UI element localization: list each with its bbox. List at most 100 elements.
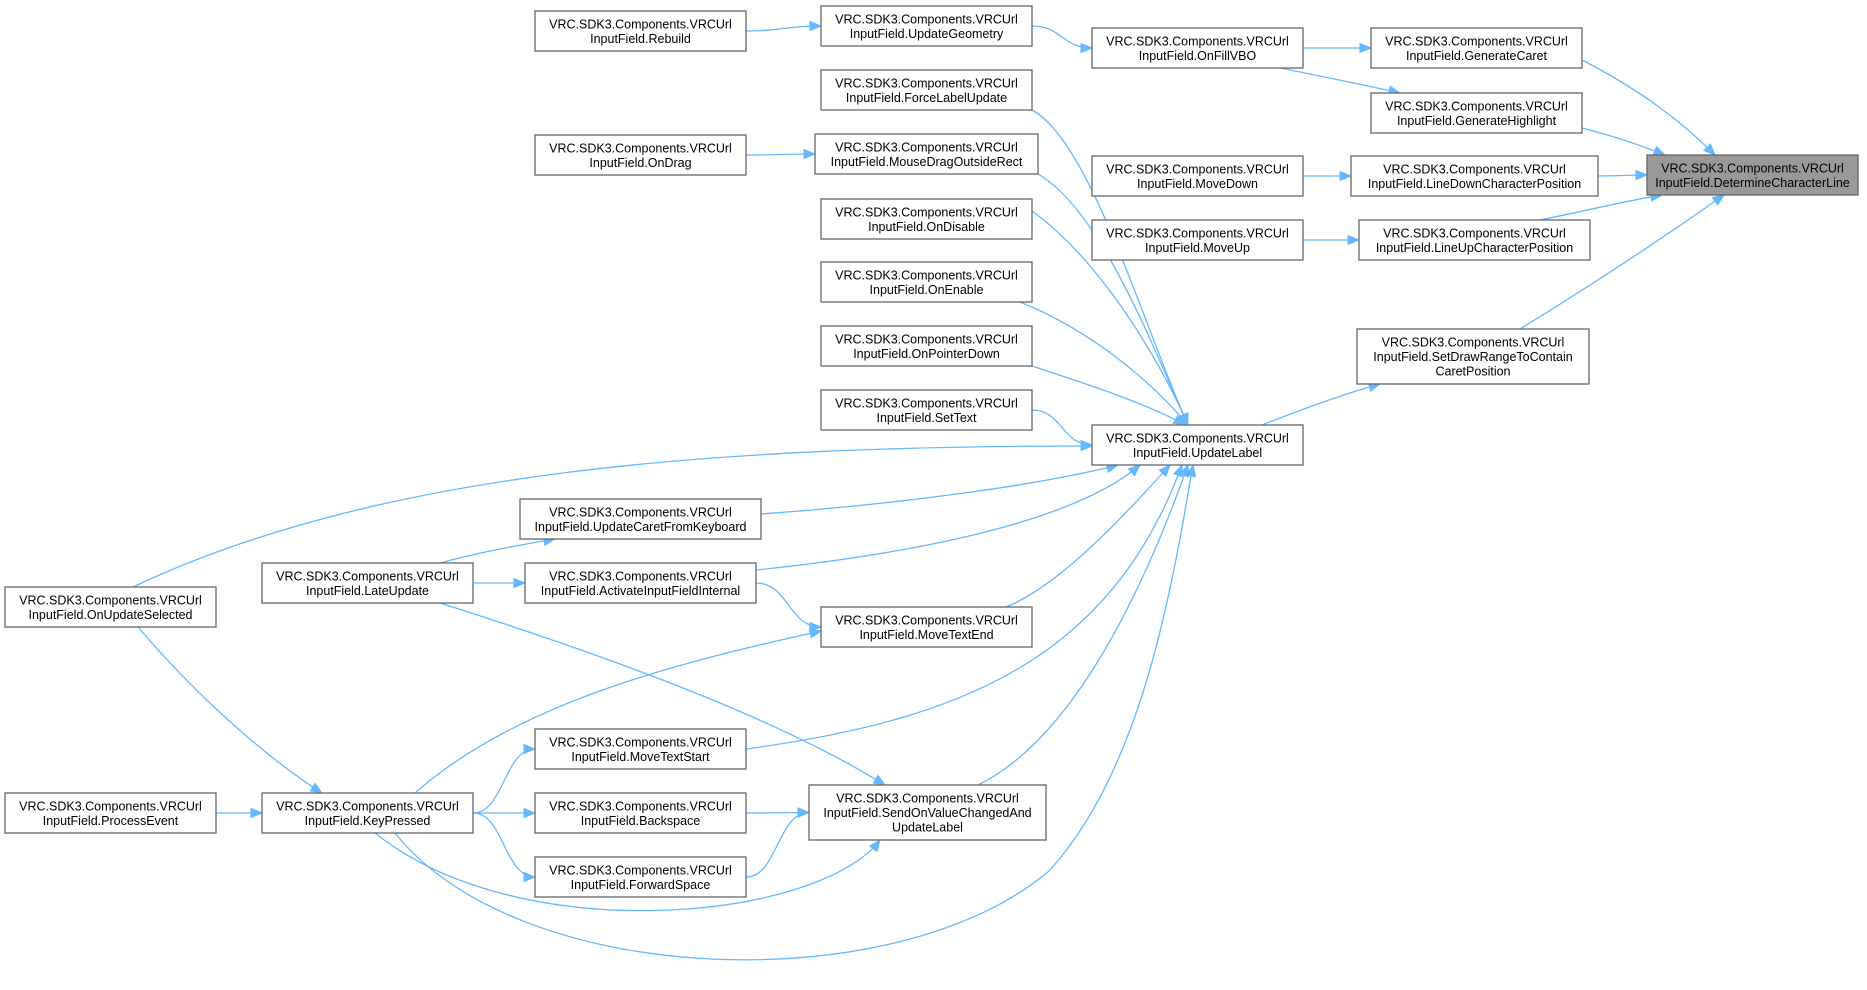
node-box	[534, 134, 747, 176]
node-updateLabel[interactable]: VRC.SDK3.Components.VRCUrlInputField.Upd…	[1091, 424, 1304, 466]
edge-line	[1279, 67, 1401, 94]
node-label-line: InputField.OnFillVBO	[1139, 49, 1257, 63]
edge-moveDown-to-lineDown	[1302, 170, 1353, 182]
edge-updateLabel-to-setDraw	[1261, 382, 1382, 426]
node-lateUpdate[interactable]: VRC.SDK3.Components.VRCUrlInputField.Lat…	[261, 562, 474, 604]
node-keyPressed[interactable]: VRC.SDK3.Components.VRCUrlInputField.Key…	[261, 792, 474, 834]
node-genHighlight[interactable]: VRC.SDK3.Components.VRCUrlInputField.Gen…	[1370, 92, 1583, 134]
node-label-line: VRC.SDK3.Components.VRCUrl	[549, 863, 732, 877]
arrowhead-icon	[523, 871, 537, 883]
node-label-line: VRC.SDK3.Components.VRCUrl	[549, 141, 732, 155]
edge-onPointer-to-updateLabel	[1031, 365, 1187, 426]
node-label-line: InputField.SendOnValueChangedAnd	[823, 806, 1031, 820]
edge-line	[745, 464, 1183, 750]
edge-rebuild-to-updateGeom	[745, 20, 823, 32]
node-mouseDrag[interactable]: VRC.SDK3.Components.VRCUrlInputField.Mou…	[814, 133, 1039, 175]
edge-line	[755, 582, 822, 628]
node-moveUp[interactable]: VRC.SDK3.Components.VRCUrlInputField.Mov…	[1091, 219, 1304, 261]
edge-processEvent-to-keyPressed	[216, 807, 264, 819]
node-label-line: VRC.SDK3.Components.VRCUrl	[549, 505, 732, 519]
node-updCaretKb[interactable]: VRC.SDK3.Components.VRCUrlInputField.Upd…	[519, 498, 762, 540]
node-label-line: InputField.OnPointerDown	[853, 347, 1000, 361]
node-label-line: InputField.KeyPressed	[305, 814, 431, 828]
edge-keyPressed-to-forwardSpace	[472, 812, 537, 883]
node-onUpdSel[interactable]: VRC.SDK3.Components.VRCUrlInputField.OnU…	[4, 586, 217, 628]
node-label-line: VRC.SDK3.Components.VRCUrl	[835, 76, 1018, 90]
node-label-line: VRC.SDK3.Components.VRCUrl	[1106, 226, 1289, 240]
edge-line	[439, 602, 886, 786]
edge-lateUpdate-to-activate	[473, 577, 527, 589]
node-label-line: InputField.OnUpdateSelected	[29, 608, 193, 622]
node-moveTextStart[interactable]: VRC.SDK3.Components.VRCUrlInputField.Mov…	[534, 728, 747, 770]
node-label-line: InputField.LineUpCharacterPosition	[1376, 241, 1573, 255]
edge-onUpdSel-to-keyPressed	[137, 626, 324, 794]
edge-activate-to-moveTextEnd	[755, 582, 823, 633]
node-label-line: InputField.DetermineCharacterLine	[1655, 176, 1850, 190]
node-moveTextEnd[interactable]: VRC.SDK3.Components.VRCUrlInputField.Mov…	[820, 606, 1033, 648]
node-lineUp[interactable]: VRC.SDK3.Components.VRCUrlInputField.Lin…	[1358, 219, 1591, 261]
node-processEvent[interactable]: VRC.SDK3.Components.VRCUrlInputField.Pro…	[4, 792, 217, 834]
node-label-line: VRC.SDK3.Components.VRCUrl	[835, 12, 1018, 26]
node-label-line: VRC.SDK3.Components.VRCUrl	[1106, 162, 1289, 176]
node-layer: VRC.SDK3.Components.VRCUrlInputField.Det…	[4, 5, 1859, 898]
node-sendOnValue[interactable]: VRC.SDK3.Components.VRCUrlInputField.Sen…	[808, 784, 1047, 841]
edge-onDrag-to-mouseDrag	[745, 148, 817, 160]
node-backspace[interactable]: VRC.SDK3.Components.VRCUrlInputField.Bac…	[534, 792, 747, 834]
node-activate[interactable]: VRC.SDK3.Components.VRCUrlInputField.Act…	[524, 562, 757, 604]
node-determine[interactable]: VRC.SDK3.Components.VRCUrlInputField.Det…	[1646, 154, 1859, 196]
edge-line	[1037, 173, 1189, 426]
node-box	[1356, 328, 1590, 385]
node-onFill[interactable]: VRC.SDK3.Components.VRCUrlInputField.OnF…	[1091, 27, 1304, 69]
arrowhead-icon	[1185, 463, 1197, 478]
edge-keyPressed-to-sendOnValue	[374, 832, 881, 912]
arrowhead-icon	[1652, 145, 1667, 156]
edge-line	[1261, 383, 1381, 426]
node-onDrag[interactable]: VRC.SDK3.Components.VRCUrlInputField.OnD…	[534, 134, 747, 176]
edge-keyPressed-to-moveTextStart	[472, 743, 537, 814]
edge-keyPressed-to-moveTextEnd	[414, 628, 823, 794]
edge-updateGeom-to-onFill	[1031, 25, 1094, 54]
node-label-line: InputField.OnDrag	[589, 156, 691, 170]
edge-sendOnValue-to-updateLabel	[977, 463, 1190, 786]
arrowhead-icon	[1172, 414, 1187, 426]
node-genCaret[interactable]: VRC.SDK3.Components.VRCUrlInputField.Gen…	[1370, 27, 1583, 69]
node-rebuild[interactable]: VRC.SDK3.Components.VRCUrlInputField.Reb…	[534, 10, 747, 52]
arrowhead-icon	[1179, 463, 1190, 478]
node-onEnable[interactable]: VRC.SDK3.Components.VRCUrlInputField.OnE…	[820, 261, 1033, 303]
arrowhead-icon	[803, 148, 817, 160]
edge-line	[394, 464, 1194, 961]
arrowhead-icon	[1173, 463, 1183, 478]
node-label-line: InputField.SetText	[876, 411, 977, 425]
node-box	[1091, 27, 1304, 69]
edge-line	[132, 445, 1093, 588]
edge-line	[472, 748, 536, 814]
node-label-line: InputField.SetDrawRangeToContain	[1373, 350, 1572, 364]
edge-line	[1031, 409, 1093, 446]
node-updateGeom[interactable]: VRC.SDK3.Components.VRCUrlInputField.Upd…	[820, 5, 1033, 47]
node-label-line: InputField.ForceLabelUpdate	[846, 91, 1007, 105]
node-forwardSpace[interactable]: VRC.SDK3.Components.VRCUrlInputField.For…	[534, 856, 747, 898]
node-label-line: VRC.SDK3.Components.VRCUrl	[19, 593, 202, 607]
node-box	[534, 792, 747, 834]
node-label-line: InputField.OnEnable	[870, 283, 984, 297]
edge-line	[1581, 59, 1716, 156]
node-setDraw[interactable]: VRC.SDK3.Components.VRCUrlInputField.Set…	[1356, 328, 1590, 385]
node-onPointer[interactable]: VRC.SDK3.Components.VRCUrlInputField.OnP…	[820, 325, 1033, 367]
node-moveDown[interactable]: VRC.SDK3.Components.VRCUrlInputField.Mov…	[1091, 155, 1304, 197]
edge-keyPressed-to-backspace	[473, 807, 537, 819]
node-forceLabel[interactable]: VRC.SDK3.Components.VRCUrlInputField.For…	[820, 69, 1033, 111]
node-box	[1350, 155, 1599, 197]
node-label-line: VRC.SDK3.Components.VRCUrl	[835, 332, 1018, 346]
arrowhead-icon	[513, 577, 527, 589]
node-label-line: VRC.SDK3.Components.VRCUrl	[836, 792, 1019, 806]
node-setText[interactable]: VRC.SDK3.Components.VRCUrlInputField.Set…	[820, 389, 1033, 431]
node-label-line: VRC.SDK3.Components.VRCUrl	[835, 268, 1018, 282]
node-box	[1370, 27, 1583, 69]
node-label-line: InputField.ProcessEvent	[43, 814, 179, 828]
node-label-line: VRC.SDK3.Components.VRCUrl	[835, 205, 1018, 219]
edge-line	[439, 538, 556, 564]
node-lineDown[interactable]: VRC.SDK3.Components.VRCUrlInputField.Lin…	[1350, 155, 1599, 197]
node-onDisable[interactable]: VRC.SDK3.Components.VRCUrlInputField.OnD…	[820, 198, 1033, 240]
arrowhead-icon	[523, 807, 537, 819]
node-label-line: InputField.MoveDown	[1137, 177, 1258, 191]
